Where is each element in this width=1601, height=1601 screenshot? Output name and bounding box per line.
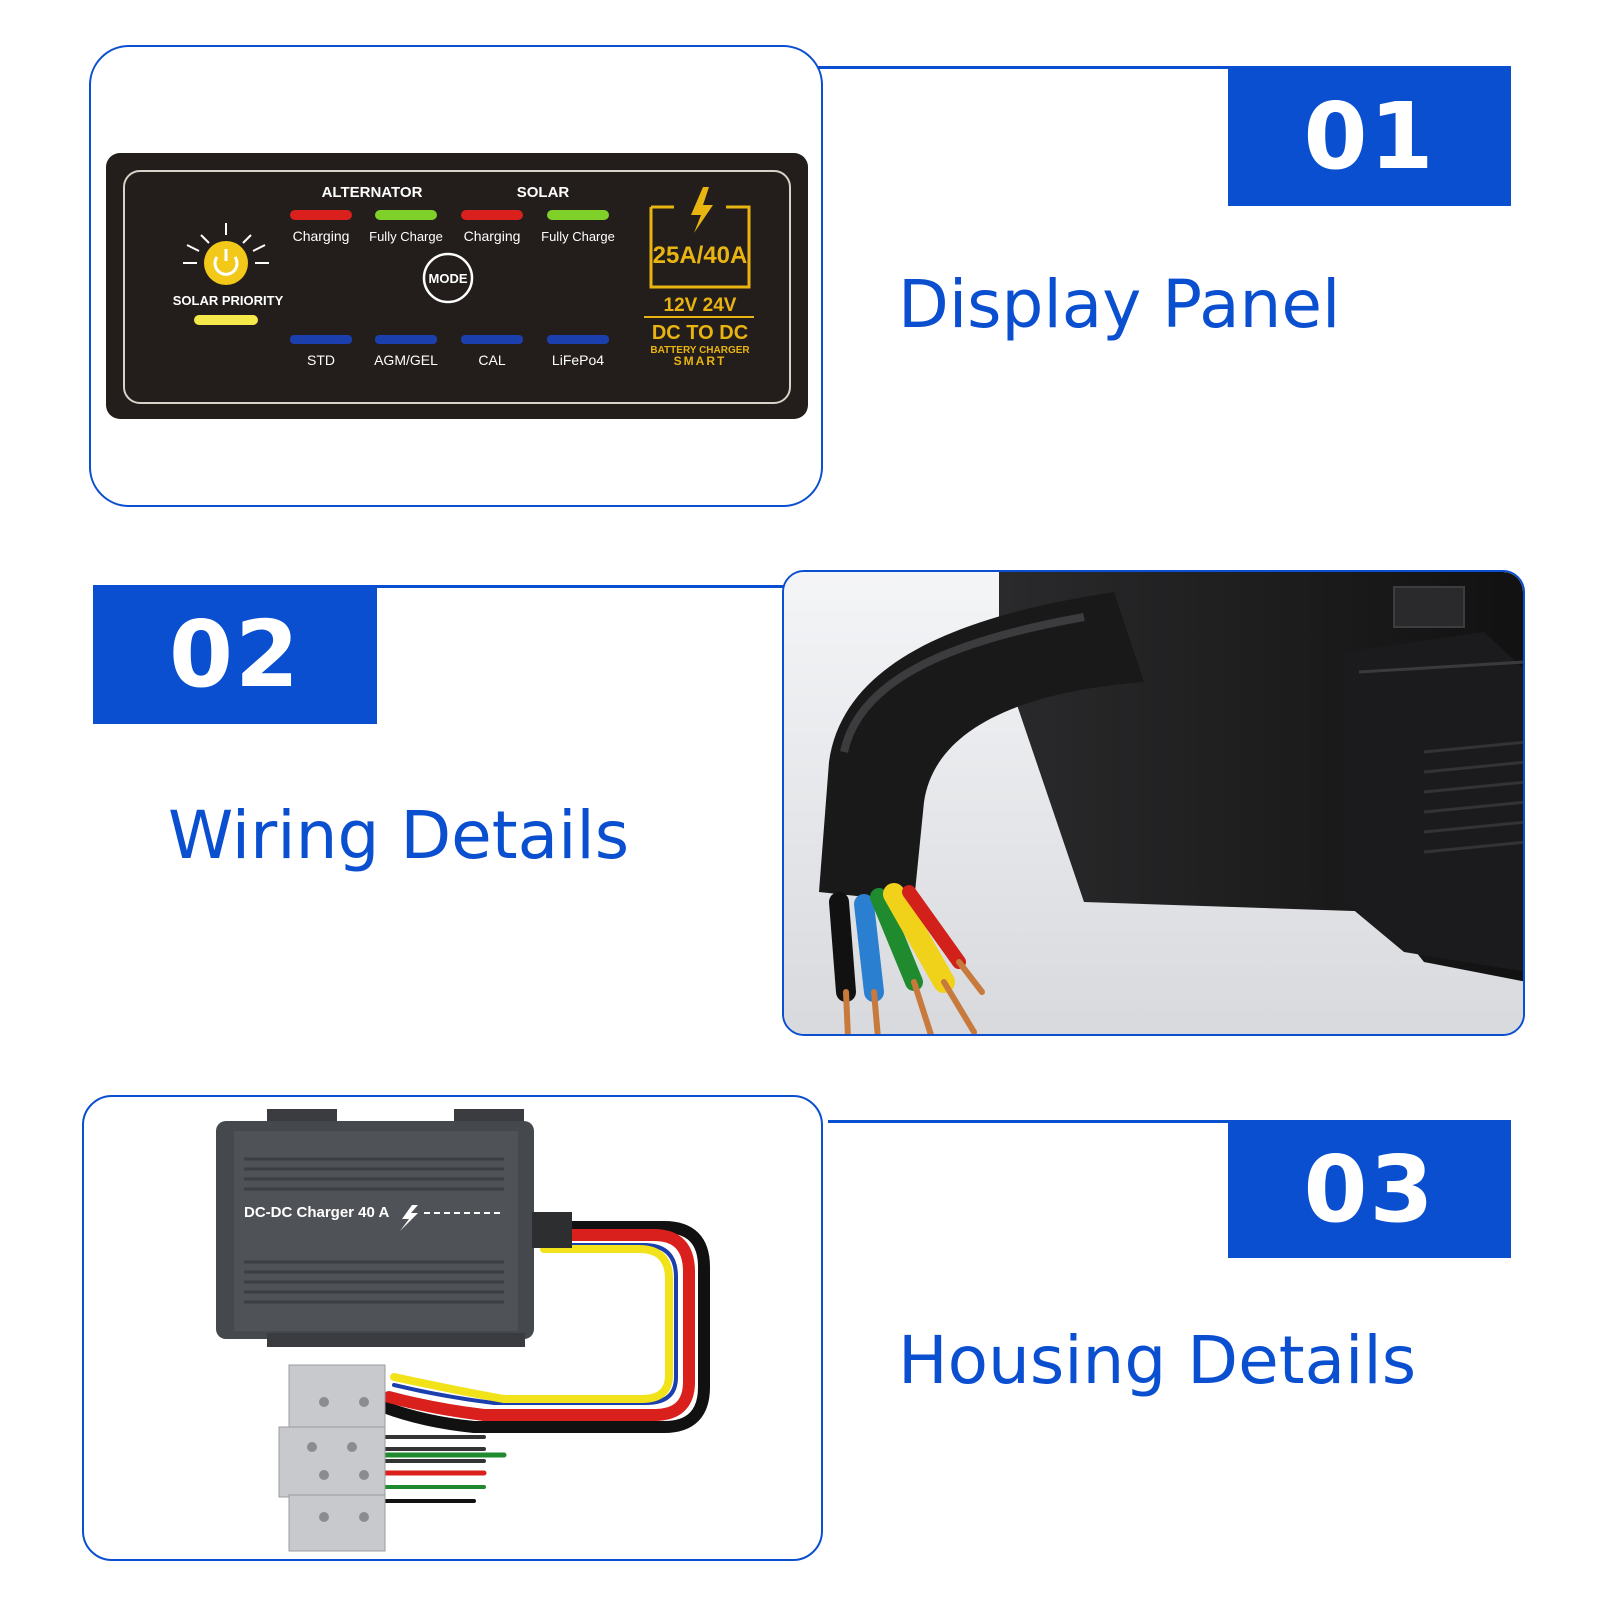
- display-panel-frame: SOLAR PRIORITY ALTERNATOR SOLAR Charging…: [89, 45, 823, 507]
- mode-cal-label: CAL: [478, 352, 505, 368]
- section-title-wiring-details: Wiring Details: [168, 797, 630, 874]
- display-panel-image: SOLAR PRIORITY ALTERNATOR SOLAR Charging…: [106, 153, 808, 419]
- connector-line-02: [377, 585, 787, 588]
- solar-priority-power-icon: [183, 223, 269, 285]
- smart-label: SMART: [674, 354, 727, 368]
- solar-priority-label: SOLAR PRIORITY: [173, 293, 284, 308]
- mode-button: [422, 252, 474, 304]
- battery-charger-label: BATTERY CHARGER: [650, 345, 750, 356]
- led-mode-agm: [375, 335, 437, 344]
- section-number-02: 02: [93, 585, 377, 724]
- mode-lifepo4-label: LiFePo4: [552, 352, 604, 368]
- voltage-label: 12V 24V: [664, 295, 737, 316]
- led-solar-full: [547, 210, 609, 220]
- led-mode-cal: [461, 335, 523, 344]
- dc-to-dc-label: DC TO DC: [652, 322, 748, 344]
- lightning-bolt-icon: [691, 187, 713, 233]
- housing-photo: DC-DC Charger 40 A: [216, 1109, 710, 1552]
- connector-line-03: [828, 1120, 1230, 1123]
- mode-agm-label: AGM/GEL: [374, 352, 438, 368]
- mode-std-label: STD: [307, 352, 335, 368]
- lightning-icon: [400, 1205, 418, 1231]
- solar-heading: SOLAR: [517, 184, 570, 201]
- anderson-connectors: [278, 1364, 386, 1552]
- section-title-display-panel: Display Panel: [898, 266, 1341, 343]
- label-solar-charging: Charging: [464, 228, 521, 244]
- wiring-photo-frame: [782, 570, 1525, 1036]
- label-solar-full: Fully Charge: [541, 229, 615, 244]
- label-alternator-full: Fully Charge: [369, 229, 443, 244]
- led-solar-charging: [461, 210, 523, 220]
- housing-photo-frame: DC-DC Charger 40 A: [82, 1095, 823, 1561]
- alternator-heading: ALTERNATOR: [322, 184, 423, 201]
- mode-button-label: MODE: [429, 271, 468, 286]
- label-alternator-charging: Charging: [293, 228, 350, 244]
- section-number-01: 01: [1228, 66, 1511, 206]
- led-mode-std: [290, 335, 352, 344]
- battery-charger-logo: 25A/40A 12V 24V DC TO DC BATTERY CHARGER…: [644, 187, 754, 368]
- wiring-photo: [784, 572, 1523, 1034]
- section-number-03: 03: [1228, 1120, 1511, 1258]
- connector-line-01: [800, 66, 1230, 69]
- device-label: DC-DC Charger 40 A: [244, 1204, 389, 1221]
- led-alternator-full: [375, 210, 437, 220]
- rating-label: 25A/40A: [653, 242, 748, 269]
- led-mode-lifepo4: [547, 335, 609, 344]
- solar-priority-led: [194, 315, 258, 325]
- section-title-housing-details: Housing Details: [898, 1322, 1417, 1399]
- led-alternator-charging: [290, 210, 352, 220]
